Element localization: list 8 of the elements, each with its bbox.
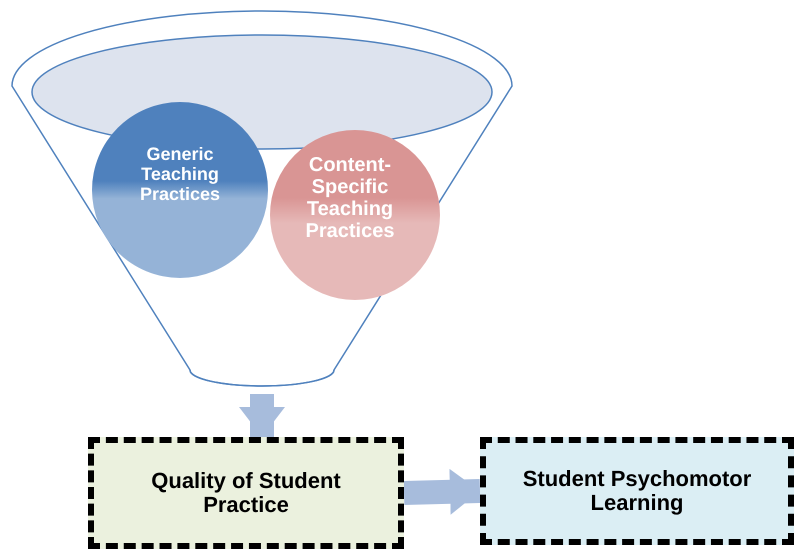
dashed-box [480, 437, 794, 545]
block-arrow [239, 394, 285, 437]
node-label: Content-Specific Teaching Practices [304, 154, 396, 242]
node-label: Student Psychomotor Learning [522, 466, 752, 516]
block-arrow [404, 468, 480, 515]
node-label: Generic Teaching Practices [138, 145, 222, 205]
dashed-box [88, 437, 404, 549]
node-label: Quality of Student Practice [150, 468, 342, 518]
